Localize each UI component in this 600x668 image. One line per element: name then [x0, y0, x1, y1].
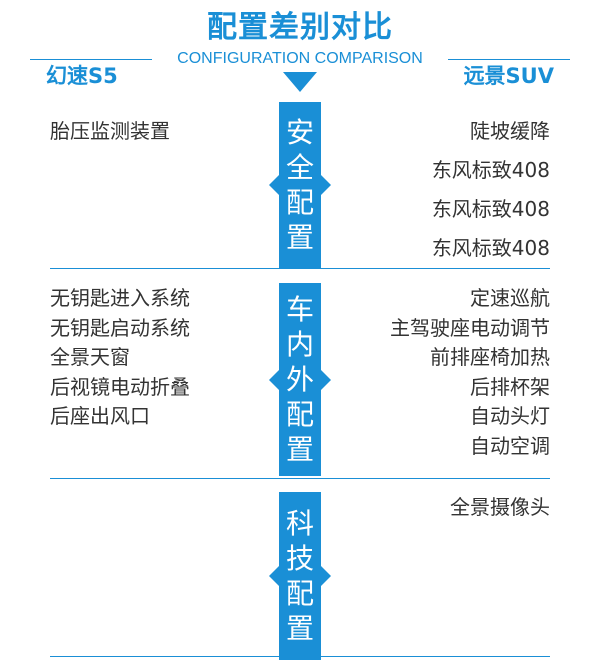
header-rule-right [448, 59, 570, 60]
right-feature-list-technology: 全景摄像头 [450, 493, 550, 523]
section-label-char: 全 [285, 151, 314, 184]
list-item: 东风标致408 [431, 158, 550, 182]
list-item: 东风标致408 [431, 236, 550, 260]
left-car-label: 幻速S5 [46, 64, 118, 88]
section-label-safety: 安 全 配 置 [269, 102, 331, 268]
section-divider [50, 268, 550, 269]
section-label-char: 内 [285, 328, 314, 361]
page-title: 配置差别对比 [207, 10, 393, 45]
section-label-char: 科 [285, 507, 314, 540]
right-feature-list-safety: 陡坡缓降 东风标致408 东风标致408 东风标致408 [432, 112, 550, 268]
page-subtitle: CONFIGURATION COMPARISON [177, 50, 423, 67]
left-feature-list-interior-exterior: 无钥匙进入系统 无钥匙启动系统 全景天窗 后视镜电动折叠 后座出风口 [50, 284, 190, 432]
section-label-char: 置 [285, 612, 314, 645]
list-item: 后视镜电动折叠 [50, 374, 190, 399]
list-item: 陡坡缓降 [470, 119, 550, 143]
section-label-char: 技 [285, 542, 314, 575]
list-item: 主驾驶座电动调节 [390, 315, 550, 340]
list-item: 后座出风口 [50, 404, 150, 428]
section-label-char: 置 [285, 433, 314, 466]
list-item: 胎压监测装置 [50, 119, 170, 143]
list-item: 全景摄像头 [450, 495, 550, 519]
section-label-char: 配 [285, 577, 314, 610]
list-item: 定速巡航 [470, 286, 550, 310]
section-label-char: 安 [285, 116, 314, 149]
section-label-char: 车 [285, 293, 314, 326]
header-rule-left [30, 59, 152, 60]
left-feature-list-safety: 胎压监测装置 [50, 112, 170, 151]
section-label-char: 配 [285, 186, 314, 219]
section-label-char: 置 [285, 221, 314, 254]
section-label-char: 配 [285, 398, 314, 431]
section-label-char: 外 [285, 363, 314, 396]
list-item: 后排杯架 [470, 374, 550, 399]
right-car-label: 远景SUV [463, 64, 554, 88]
list-item: 无钥匙进入系统 [50, 286, 190, 310]
list-item: 东风标致408 [431, 197, 550, 221]
section-divider [50, 656, 550, 657]
section-label-technology: 科 技 配 置 [269, 492, 331, 660]
down-arrow-icon [283, 72, 317, 92]
list-item: 前排座椅加热 [430, 345, 550, 369]
section-divider [50, 478, 550, 479]
right-feature-list-interior-exterior: 定速巡航 主驾驶座电动调节 前排座椅加热 后排杯架 自动头灯 自动空调 [390, 284, 550, 461]
section-label-interior-exterior: 车 内 外 配 置 [269, 283, 331, 476]
list-item: 无钥匙启动系统 [50, 315, 190, 340]
list-item: 全景天窗 [50, 345, 130, 369]
list-item: 自动头灯 [470, 404, 550, 428]
list-item: 自动空调 [470, 433, 550, 458]
